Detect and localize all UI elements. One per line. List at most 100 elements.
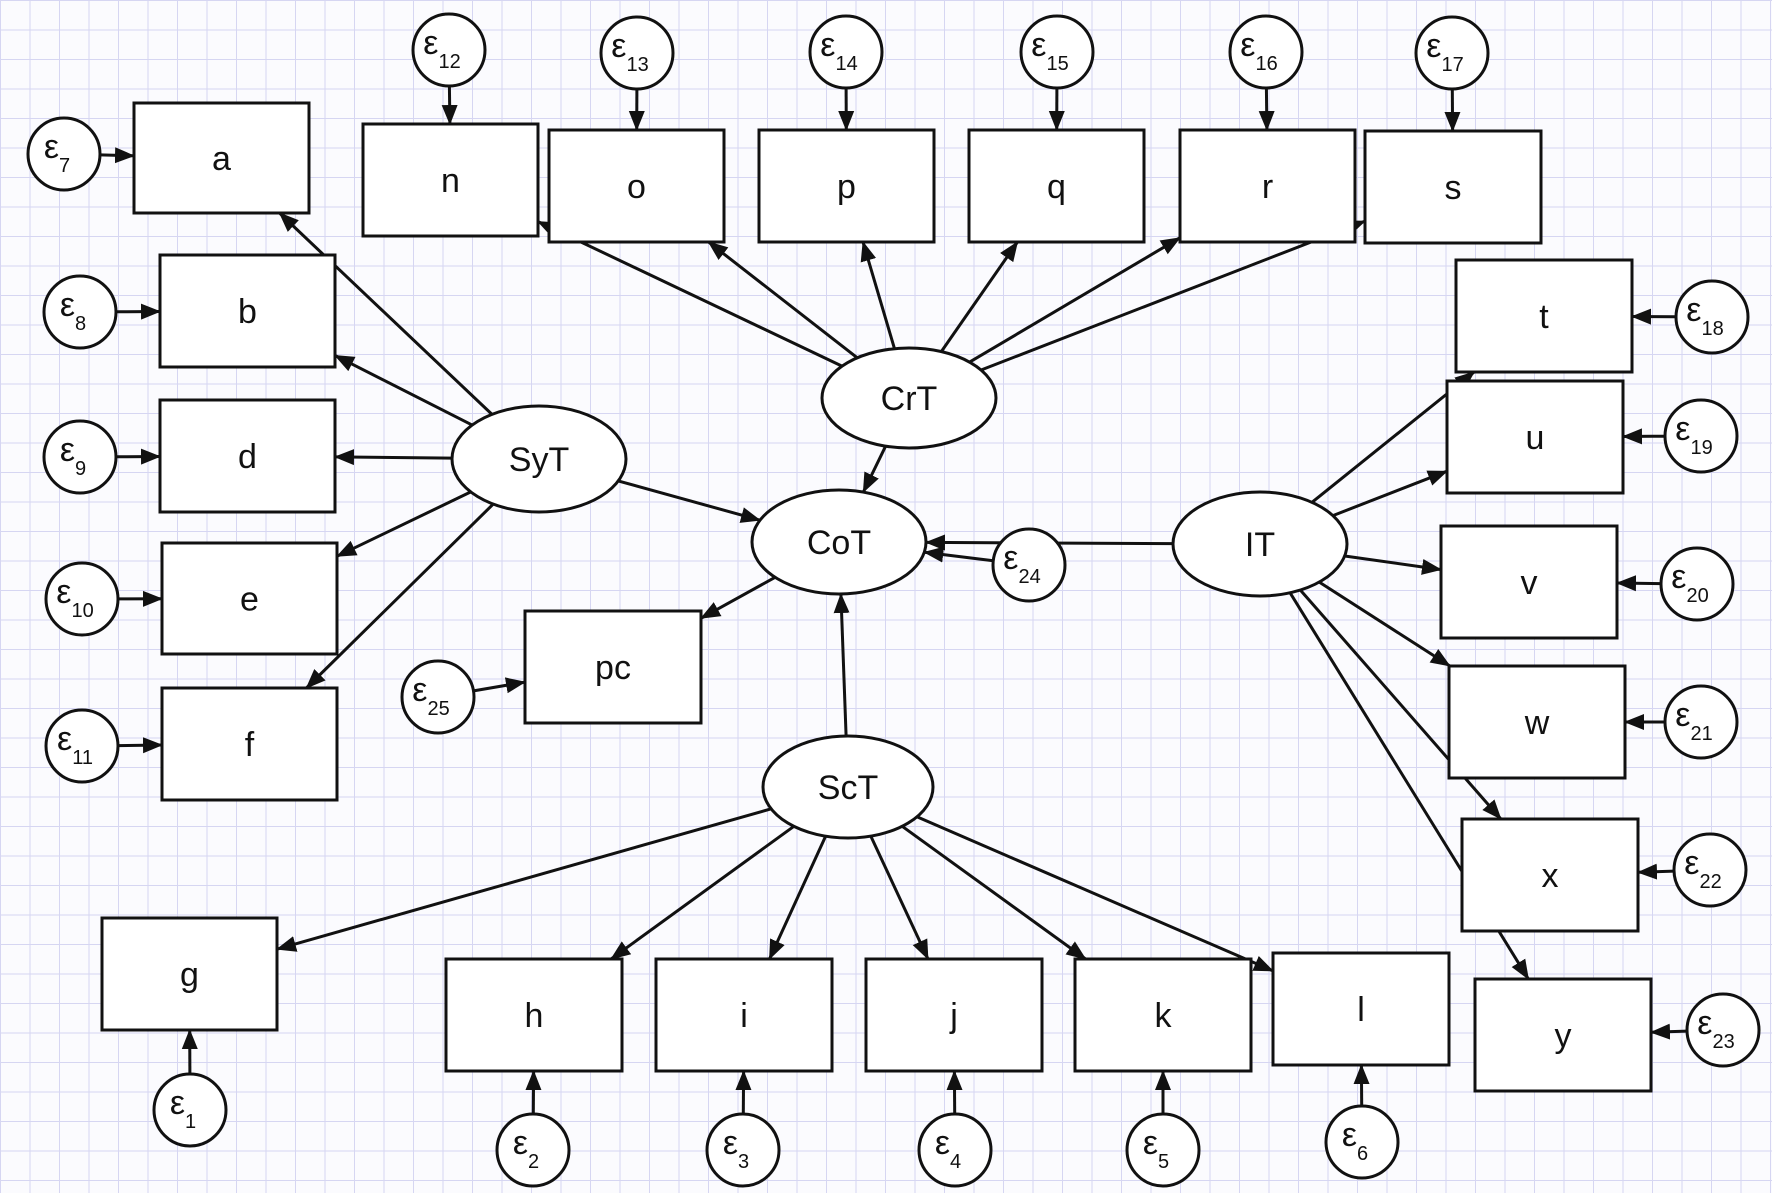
observed-h[interactable]: h — [444, 957, 624, 1073]
observed-label-i: i — [740, 997, 748, 1035]
observed-k[interactable]: k — [1073, 957, 1253, 1073]
observed-r[interactable]: r — [1178, 128, 1357, 244]
path-ScT-to-j — [869, 835, 930, 960]
observed-label-w: w — [1524, 704, 1550, 742]
observed-l[interactable]: l — [1271, 951, 1451, 1067]
observed-label-h: h — [525, 997, 544, 1035]
observed-g[interactable]: g — [100, 916, 279, 1032]
error-circle-e10 — [44, 561, 120, 637]
error-e15[interactable]: ε15 — [1019, 14, 1095, 90]
latent-ScT[interactable]: ScT — [761, 734, 935, 840]
error-e9[interactable]: ε9 — [42, 419, 118, 495]
error-circle-e25 — [400, 659, 476, 735]
observed-box-p — [757, 128, 936, 244]
observed-x[interactable]: x — [1460, 817, 1640, 933]
error-e13[interactable]: ε13 — [599, 15, 675, 91]
error-circle-e18 — [1674, 279, 1750, 355]
observed-label-r: r — [1262, 168, 1273, 206]
error-path-e12-to-n — [441, 85, 458, 125]
observed-v[interactable]: v — [1439, 524, 1619, 640]
latent-ellipse-CoT — [750, 488, 928, 596]
error-e3[interactable]: ε3 — [705, 1112, 781, 1188]
error-e23[interactable]: ε23 — [1685, 992, 1761, 1068]
observed-d[interactable]: d — [158, 398, 337, 514]
error-e4[interactable]: ε4 — [917, 1112, 993, 1188]
error-e12[interactable]: ε12 — [411, 12, 487, 88]
error-e11[interactable]: ε11 — [44, 708, 120, 784]
path-IT-to-u — [1332, 469, 1448, 517]
path-SyT-to-CoT — [617, 479, 761, 523]
error-e24[interactable]: ε24 — [991, 527, 1067, 603]
observed-s[interactable]: s — [1363, 129, 1543, 245]
error-path-e7-to-a — [99, 147, 135, 164]
observed-u[interactable]: u — [1445, 379, 1625, 495]
observed-box-g — [100, 916, 279, 1032]
latent-CoT[interactable]: CoT — [750, 488, 928, 596]
observed-label-l: l — [1357, 991, 1365, 1029]
observed-box-e — [160, 541, 339, 656]
observed-t[interactable]: t — [1454, 258, 1634, 374]
observed-box-f — [160, 686, 339, 802]
observed-label-f: f — [245, 726, 255, 764]
error-circle-e5 — [1125, 1112, 1201, 1188]
observed-e[interactable]: e — [160, 541, 339, 656]
observed-box-a — [132, 101, 311, 215]
observed-o[interactable]: o — [547, 128, 726, 244]
error-circle-e19 — [1663, 398, 1739, 474]
observed-n[interactable]: n — [361, 122, 540, 238]
error-e5[interactable]: ε5 — [1125, 1112, 1201, 1188]
observed-box-k — [1073, 957, 1253, 1073]
error-e20[interactable]: ε20 — [1659, 546, 1735, 622]
observed-q[interactable]: q — [967, 128, 1146, 244]
observed-w[interactable]: w — [1447, 664, 1627, 780]
error-e2[interactable]: ε2 — [495, 1112, 571, 1188]
observed-box-i — [654, 957, 834, 1073]
observed-label-d: d — [238, 438, 257, 476]
error-e14[interactable]: ε14 — [808, 14, 884, 90]
observed-y[interactable]: y — [1473, 977, 1653, 1093]
path-ScT-to-i — [768, 835, 827, 960]
path-CoT-to-pc — [700, 575, 776, 620]
error-e8[interactable]: ε8 — [42, 274, 118, 350]
error-circle-e8 — [42, 274, 118, 350]
error-e19[interactable]: ε19 — [1663, 398, 1739, 474]
error-e21[interactable]: ε21 — [1663, 684, 1739, 760]
error-e16[interactable]: ε16 — [1228, 14, 1304, 90]
latent-CrT[interactable]: CrT — [820, 346, 998, 450]
error-e18[interactable]: ε18 — [1674, 279, 1750, 355]
path-CrT-to-o — [707, 240, 859, 359]
latent-label-CoT: CoT — [807, 524, 871, 562]
observed-pc[interactable]: pc — [523, 609, 703, 725]
error-e10[interactable]: ε10 — [44, 561, 120, 637]
latent-SyT[interactable]: SyT — [450, 404, 628, 514]
observed-box-o — [547, 128, 726, 244]
observed-box-u — [1445, 379, 1625, 495]
path-ScT-to-k — [901, 825, 1087, 961]
observed-a[interactable]: a — [132, 101, 311, 215]
observed-j[interactable]: j — [864, 957, 1044, 1073]
observed-label-x: x — [1542, 857, 1559, 895]
observed-f[interactable]: f — [160, 686, 339, 802]
observed-i[interactable]: i — [654, 957, 834, 1073]
latent-IT[interactable]: IT — [1171, 490, 1349, 598]
error-e22[interactable]: ε22 — [1672, 832, 1748, 908]
error-e7[interactable]: ε7 — [26, 116, 102, 192]
error-circle-e24 — [991, 527, 1067, 603]
path-CrT-to-r — [968, 236, 1181, 364]
observed-box-t — [1454, 258, 1634, 374]
error-e25[interactable]: ε25 — [400, 659, 476, 735]
error-e17[interactable]: ε17 — [1414, 15, 1490, 91]
latent-ellipse-SyT — [450, 404, 628, 514]
path-IT-to-v — [1344, 554, 1442, 575]
error-e6[interactable]: ε6 — [1324, 1104, 1400, 1180]
path-ScT-to-g — [276, 807, 772, 952]
observed-b[interactable]: b — [158, 253, 337, 369]
error-e1[interactable]: ε1 — [152, 1072, 228, 1148]
observed-box-pc — [523, 609, 703, 725]
observed-p[interactable]: p — [757, 128, 936, 244]
error-path-e20-to-v — [1616, 575, 1662, 592]
error-circle-e1 — [152, 1072, 228, 1148]
